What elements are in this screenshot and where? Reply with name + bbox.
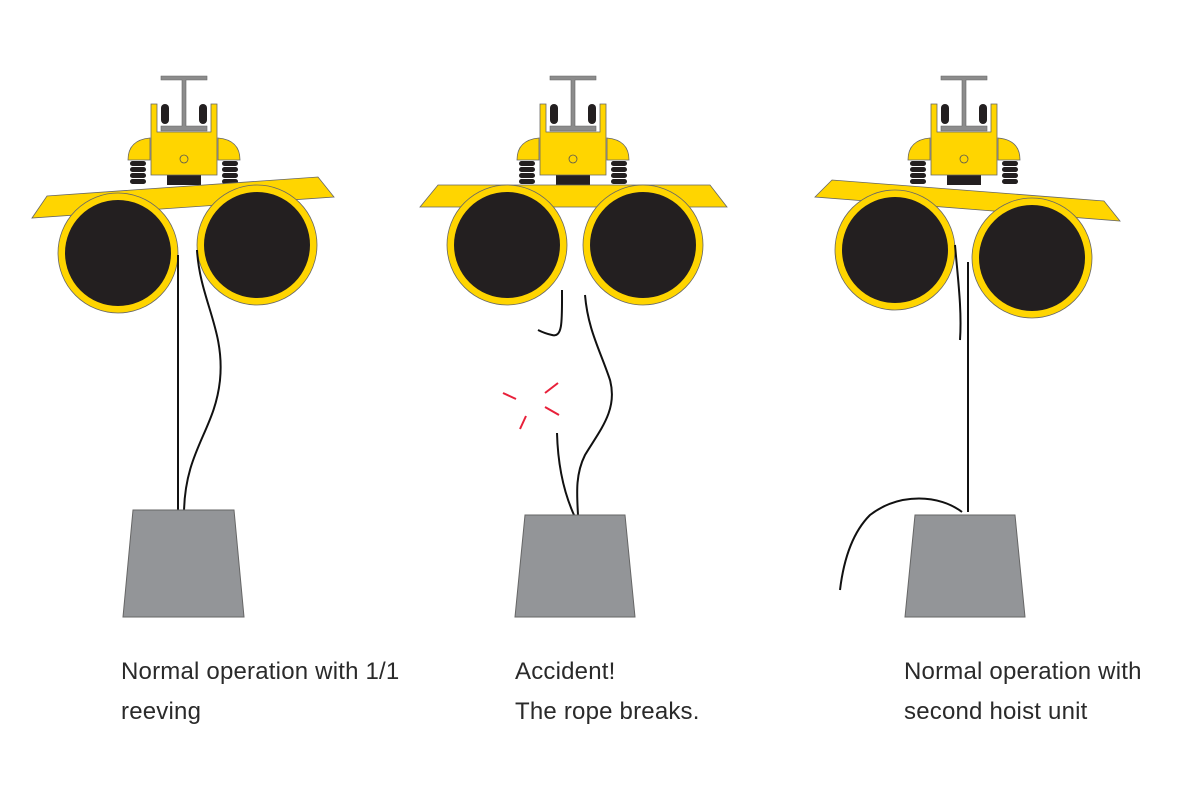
caption-line: reeving: [121, 698, 202, 725]
pivot-bolt: [959, 154, 969, 164]
broken-rope-lower-end: [556, 432, 575, 516]
wheel-icon: [941, 104, 949, 124]
trolley-carriage: [539, 103, 607, 176]
rope-drum-left: [446, 184, 568, 306]
rope-loose-end: [839, 497, 963, 591]
spring-icon: [130, 179, 146, 184]
panel-second-hoist: [814, 75, 1121, 618]
caption-line: Normal operation with: [904, 658, 1142, 685]
wheel-icon: [550, 104, 558, 124]
spring-icon: [519, 161, 535, 166]
spring-icon: [1002, 173, 1018, 178]
shoulder-left: [127, 137, 151, 161]
rope-secondary: [576, 294, 613, 516]
trolley-carriage: [150, 103, 218, 176]
trolley: [516, 75, 630, 185]
spring-icon: [910, 161, 926, 166]
wheel-icon: [161, 104, 169, 124]
spring-icon: [130, 161, 146, 166]
pivot-bolt: [179, 154, 189, 164]
trolley: [907, 75, 1021, 185]
i-beam-rail: [160, 75, 208, 132]
wheel-icon: [588, 104, 596, 124]
wheel-icon: [979, 104, 987, 124]
spring-icon: [910, 167, 926, 172]
rope-drum-left: [57, 192, 179, 314]
rope-drum-left: [834, 189, 956, 311]
spring-icon: [611, 179, 627, 184]
rope-secondary: [183, 249, 222, 513]
load-weight: [904, 514, 1026, 618]
rope-drum-right: [971, 197, 1093, 319]
broken-rope-upper-end: [537, 289, 564, 337]
caption-line: Normal operation with 1/1: [121, 658, 400, 685]
caption-line: The rope breaks.: [515, 698, 700, 725]
caption-normal-operation: Normal operation with 1/1 reeving: [121, 652, 399, 732]
trolley-carriage: [930, 103, 998, 176]
shoulder-left: [516, 137, 540, 161]
spring-icon: [222, 161, 238, 166]
spring-icon: [130, 173, 146, 178]
break-spark-icon: [502, 382, 560, 430]
caption-line: second hoist unit: [904, 698, 1088, 725]
rope-drum-right: [582, 184, 704, 306]
caption-second-hoist: Normal operation with second hoist unit: [904, 652, 1142, 732]
spring-icon: [222, 167, 238, 172]
spring-icon: [611, 173, 627, 178]
load-weight: [514, 514, 636, 618]
i-beam-rail: [549, 75, 597, 132]
spring-icon: [519, 173, 535, 178]
load-weight: [122, 509, 245, 618]
wheel-icon: [199, 104, 207, 124]
spring-icon: [519, 167, 535, 172]
spring-icon: [130, 167, 146, 172]
shoulder-right: [217, 137, 241, 161]
spring-icon: [519, 179, 535, 184]
spring-icon: [910, 179, 926, 184]
spring-icon: [1002, 167, 1018, 172]
panel-accident: [419, 75, 728, 618]
shoulder-left: [907, 137, 931, 161]
rope-slack: [954, 244, 962, 341]
pivot-bolt: [568, 154, 578, 164]
caption-line: Accident!: [515, 658, 616, 685]
panel-normal-operation: [31, 75, 335, 618]
trolley: [127, 75, 241, 185]
shoulder-right: [997, 137, 1021, 161]
rope-drum-right: [196, 184, 318, 306]
spring-icon: [222, 173, 238, 178]
spring-icon: [910, 173, 926, 178]
shoulder-right: [606, 137, 630, 161]
i-beam-rail: [940, 75, 988, 132]
spring-icon: [1002, 161, 1018, 166]
caption-accident: Accident! The rope breaks.: [515, 652, 700, 732]
spring-icon: [1002, 179, 1018, 184]
spring-icon: [611, 167, 627, 172]
spring-icon: [611, 161, 627, 166]
